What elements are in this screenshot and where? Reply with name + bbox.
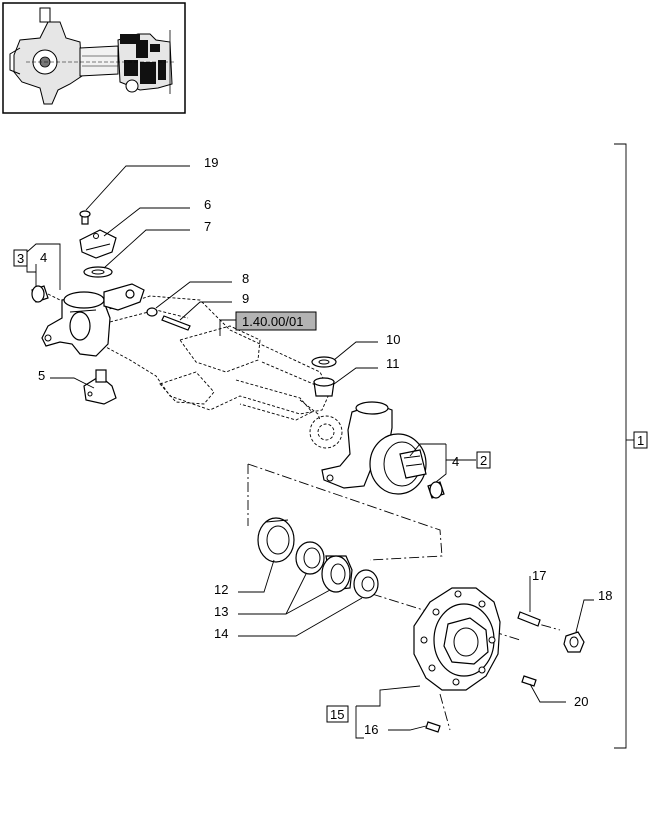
callout-20: 20 (574, 694, 588, 709)
callout-9: 9 (242, 291, 249, 306)
group-box-15[interactable]: 15 (326, 705, 349, 723)
axle-overview-thumbnail[interactable] (2, 2, 186, 114)
callout-19: 19 (204, 155, 218, 170)
callout-7: 7 (204, 219, 211, 234)
group-box-2[interactable]: 2 (476, 451, 491, 469)
callout-12: 12 (214, 582, 228, 597)
spacer-bushing[interactable] (353, 569, 379, 599)
kingpin-screw[interactable] (79, 210, 91, 225)
taper-roller-bearing[interactable] (295, 541, 353, 593)
hub-nut[interactable] (563, 631, 585, 653)
left-steering-knuckle[interactable] (41, 283, 145, 357)
reference-text: 1.40.00/01 (242, 314, 303, 329)
callout-5: 5 (38, 368, 45, 383)
group-1-bracket (614, 143, 634, 749)
right-steering-knuckle[interactable] (321, 401, 427, 495)
wheel-hub[interactable] (413, 587, 501, 691)
reference-box[interactable]: 1.40.00/01 (235, 311, 317, 331)
roll-pin[interactable] (161, 315, 191, 331)
callout-4-left: 4 (40, 250, 47, 265)
svg-text:3: 3 (17, 251, 24, 266)
hub-stud[interactable] (517, 611, 541, 627)
group-box-1[interactable]: 1 (633, 431, 648, 449)
kingpin-shim[interactable] (83, 266, 113, 278)
svg-text:2: 2 (480, 453, 487, 468)
callout-13: 13 (214, 604, 228, 619)
callout-4-right: 4 (452, 454, 459, 469)
left-kingpin-bushing[interactable] (31, 285, 61, 303)
callout-6: 6 (204, 197, 211, 212)
right-kingpin-bushing[interactable] (313, 377, 335, 397)
callout-17: 17 (532, 568, 546, 583)
group-box-3[interactable]: 3 (13, 249, 28, 267)
bearing-cup[interactable] (257, 517, 295, 563)
callout-16: 16 (364, 722, 378, 737)
hub-dowel[interactable] (425, 721, 441, 733)
grease-nipple[interactable] (146, 307, 158, 317)
callout-11: 11 (386, 356, 400, 371)
svg-text:15: 15 (330, 707, 344, 722)
leader-lines (26, 165, 594, 739)
callout-numbers: 19 6 7 4 8 9 5 10 11 4 17 18 12 13 14 20… (38, 155, 612, 737)
callout-14: 14 (214, 626, 228, 641)
kingpin-cover[interactable] (79, 229, 117, 259)
right-stub-bushing[interactable] (427, 481, 445, 499)
svg-text:1: 1 (637, 433, 644, 448)
callout-18: 18 (598, 588, 612, 603)
callout-8: 8 (242, 271, 249, 286)
lower-kingpin-cap[interactable] (83, 369, 117, 405)
right-thrust-washer[interactable] (311, 356, 337, 368)
hub-plug[interactable] (521, 675, 537, 687)
callout-10: 10 (386, 332, 400, 347)
